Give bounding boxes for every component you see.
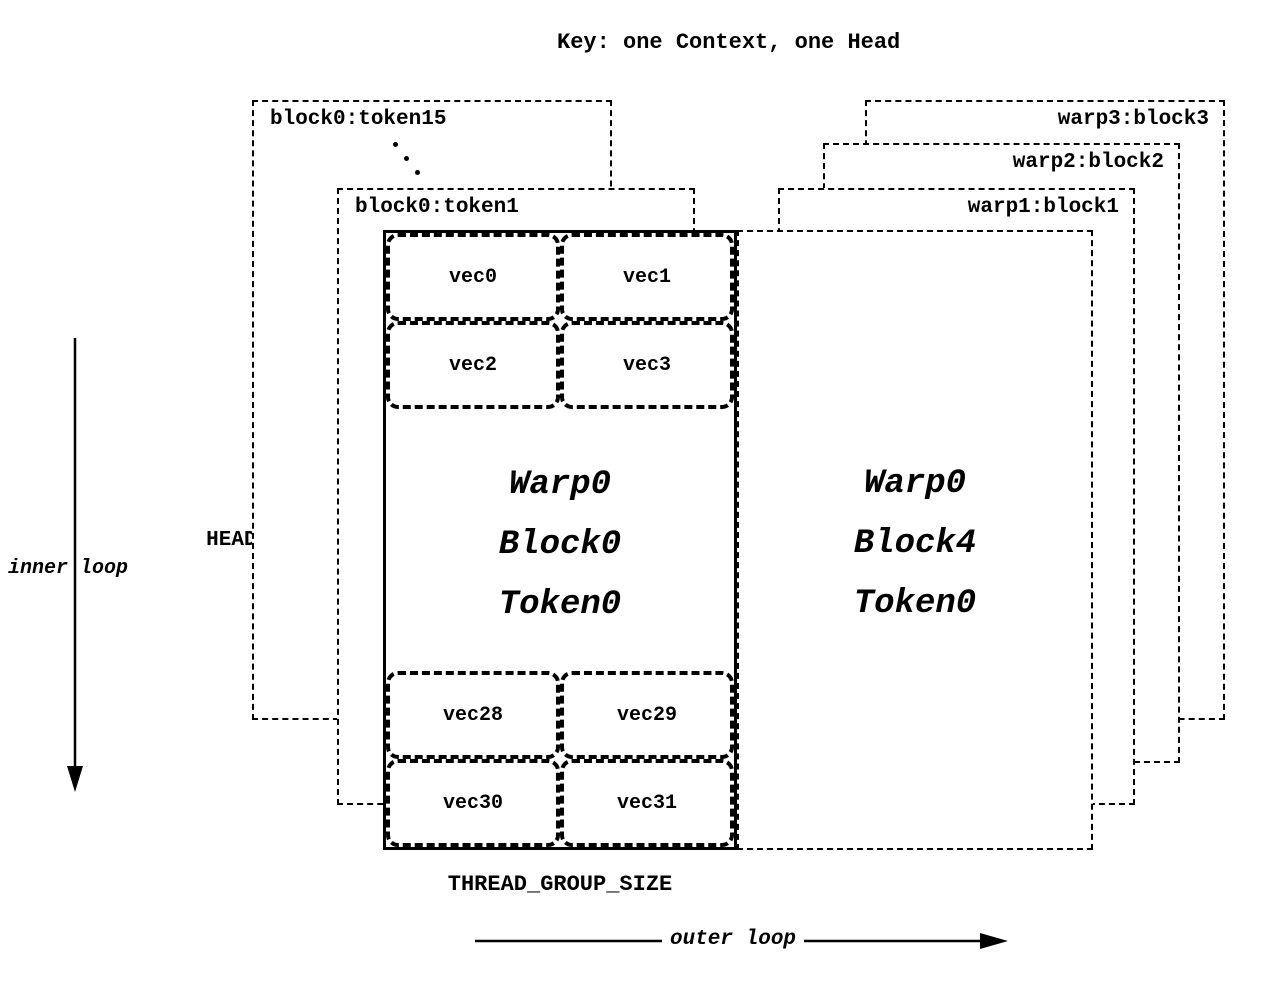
ellipsis-dot: [415, 170, 420, 175]
vec-cell-vec28: vec28: [386, 671, 560, 759]
inner-loop-arrow: [67, 338, 83, 792]
block-warp0-block0-token0: vec0 vec1 vec2 vec3 Warp0 Block0 Token0 …: [383, 230, 737, 850]
block-warp0-block4-token0: Warp0 Block4 Token0: [737, 230, 1093, 850]
box-label-warp2-block2: warp2:block2: [1012, 151, 1164, 174]
inner-loop-label: inner loop: [8, 557, 129, 580]
vec-cell-vec3: vec3: [560, 321, 734, 409]
left-block-caption: Warp0 Block0 Token0: [386, 455, 734, 635]
caption-line: Warp0: [508, 466, 612, 504]
box-label-warp1-block1: warp1:block1: [967, 196, 1119, 219]
vec-cell-vec31: vec31: [560, 759, 734, 847]
vec-cell-vec30: vec30: [386, 759, 560, 847]
thread-group-size-label: THREAD_GROUP_SIZE: [447, 872, 673, 897]
vec-cell-vec29: vec29: [560, 671, 734, 759]
caption-line: Token0: [498, 586, 622, 624]
caption-line: Token0: [853, 585, 977, 623]
vec-cell-vec2: vec2: [386, 321, 560, 409]
caption-line: Block4: [853, 525, 977, 563]
box-label-warp3-block3: warp3:block3: [1057, 108, 1209, 131]
diagram-title: Key: one Context, one Head: [557, 30, 901, 55]
box-label-block0-token1: block0:token1: [355, 196, 519, 219]
vec-cell-vec1: vec1: [560, 233, 734, 321]
outer-loop-label: outer loop: [662, 928, 805, 951]
right-block-caption: Warp0 Block4 Token0: [739, 454, 1091, 634]
caption-line: Warp0: [863, 465, 967, 503]
vec-cell-vec0: vec0: [386, 233, 560, 321]
box-label-block0-token15: block0:token15: [270, 108, 447, 131]
caption-line: Block0: [498, 526, 622, 564]
ellipsis-dot: [393, 142, 398, 147]
ellipsis-dot: [404, 156, 409, 161]
